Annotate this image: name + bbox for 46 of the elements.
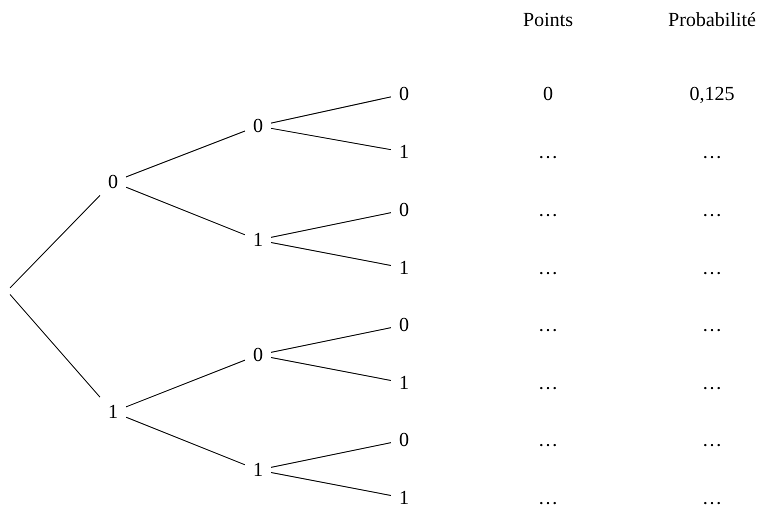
tree-branch bbox=[126, 416, 246, 466]
table-entry: … bbox=[538, 373, 558, 393]
tree-branch bbox=[270, 327, 392, 353]
outcome-value: 1 bbox=[394, 485, 414, 511]
outcome-value: 0 bbox=[394, 197, 414, 223]
outcome-value: 1 bbox=[394, 139, 414, 165]
tree-branch bbox=[126, 130, 246, 178]
tree-branch bbox=[126, 360, 246, 408]
table-entry: 0 bbox=[543, 84, 553, 104]
table-entry: … bbox=[538, 315, 558, 335]
tree-branch bbox=[270, 128, 392, 150]
outcome-value: 0 bbox=[394, 312, 414, 338]
outcome-value: 1 bbox=[394, 255, 414, 281]
table-entry: … bbox=[702, 258, 722, 278]
tree-branch bbox=[270, 242, 392, 266]
table-entry: 0,125 bbox=[690, 84, 734, 104]
outcome-value: 0 bbox=[103, 169, 123, 195]
table-entry: … bbox=[702, 488, 722, 508]
outcome-value: 1 bbox=[248, 457, 268, 483]
tree-branch bbox=[10, 194, 100, 288]
outcome-value: 0 bbox=[394, 81, 414, 107]
column-header: Probabilité bbox=[668, 10, 756, 30]
tree-branch bbox=[270, 357, 392, 381]
outcome-value: 0 bbox=[394, 427, 414, 453]
table-entry: … bbox=[538, 200, 558, 220]
column-header: Points bbox=[522, 10, 574, 30]
tree-branch bbox=[270, 442, 392, 468]
outcome-value: 1 bbox=[248, 227, 268, 253]
table-entry: … bbox=[702, 200, 722, 220]
tree-branch bbox=[270, 472, 392, 496]
table-entry: … bbox=[538, 258, 558, 278]
table-entry: … bbox=[702, 430, 722, 450]
table-entry: … bbox=[702, 142, 722, 162]
table-entry: … bbox=[538, 142, 558, 162]
outcome-value: 0 bbox=[248, 113, 268, 139]
table-entry: … bbox=[702, 315, 722, 335]
outcome-value: 0 bbox=[248, 342, 268, 368]
tree-branch bbox=[270, 96, 392, 124]
table-entry: … bbox=[538, 430, 558, 450]
outcome-value: 1 bbox=[103, 399, 123, 425]
tree-branch bbox=[10, 294, 100, 398]
table-entry: … bbox=[702, 373, 722, 393]
tree-branch bbox=[270, 212, 392, 238]
outcome-value: 1 bbox=[394, 370, 414, 396]
tree-branch bbox=[126, 186, 246, 236]
table-entry: … bbox=[538, 488, 558, 508]
